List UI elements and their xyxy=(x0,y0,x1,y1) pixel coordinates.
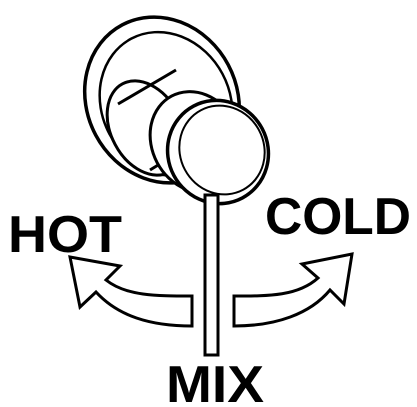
cold-label: COLD xyxy=(265,188,411,246)
control-knob[interactable] xyxy=(149,83,286,222)
hot-direction-arrow xyxy=(68,255,194,328)
cold-direction-arrow xyxy=(232,252,354,328)
lever-stem xyxy=(203,193,220,357)
hot-label: HOT xyxy=(8,206,122,264)
mix-label: MIX xyxy=(166,356,264,407)
